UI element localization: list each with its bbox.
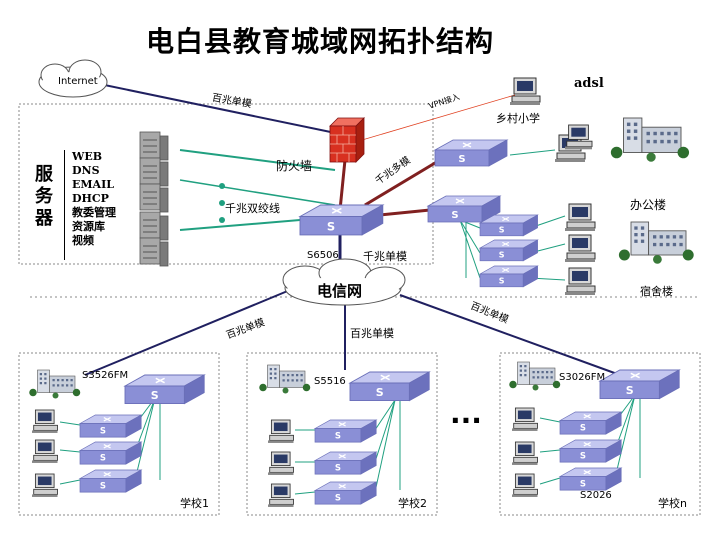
dorm-building <box>618 221 695 265</box>
service-email: EMAIL <box>72 178 114 191</box>
link-label-gigabit-sm: 千兆单模 <box>363 250 407 263</box>
telecom-label: 电信网 <box>317 282 363 300</box>
more-schools-ellipsis: ··· <box>450 404 482 437</box>
service-dhcp: DHCP <box>72 192 109 205</box>
internet-label: Internet <box>58 76 98 87</box>
server-services-list: WEB DNS EMAIL DHCP 教委管理 资源库 视频 <box>72 150 116 248</box>
schooln-switch-label: S3026FM <box>559 372 606 383</box>
service-resource: 资源库 <box>72 220 105 233</box>
service-edu-admin: 教委管理 <box>72 206 116 219</box>
access-switch-2 <box>479 239 539 262</box>
gigabit-twisted-label: 千兆双绞线 <box>225 202 280 215</box>
server-heading: 服务器 <box>35 164 53 229</box>
office-label: 办公楼 <box>630 198 667 212</box>
firewall-label: 防火墙 <box>276 159 313 173</box>
school2-switch-label: S5516 <box>314 376 346 387</box>
school1-building <box>28 369 81 399</box>
telecom-cloud <box>282 258 406 306</box>
school1-switch <box>124 374 205 405</box>
server-room-region <box>18 103 434 265</box>
pc-office-1 <box>564 203 596 232</box>
core-switch-label: S6506 <box>307 250 339 261</box>
school1-region <box>18 352 220 516</box>
service-video: 视频 <box>72 234 94 247</box>
core-switch <box>299 204 384 236</box>
pc-office-b <box>564 124 593 150</box>
server-divider <box>64 150 65 260</box>
pc-office-3 <box>564 267 596 296</box>
school1-label: 学校1 <box>180 497 209 510</box>
schooln-sub-switch-label: S2026 <box>580 490 612 501</box>
school1-switch-label: S3526FM <box>82 370 129 381</box>
access-switch-1 <box>479 214 539 237</box>
adsl-label: adsl <box>574 76 604 91</box>
school2-label: 学校2 <box>398 497 427 510</box>
service-web: WEB <box>72 150 103 163</box>
dorm-label: 宿舍楼 <box>640 285 673 298</box>
school2-building <box>258 364 311 394</box>
link-label-mid: 百兆单模 <box>350 327 394 340</box>
pc-village <box>509 77 541 106</box>
village-school-label: 乡村小学 <box>496 112 540 125</box>
schooln-switch <box>599 369 680 400</box>
pc-office-2 <box>564 234 596 263</box>
firewall <box>329 117 365 163</box>
internet-cloud <box>38 59 108 98</box>
server-rack <box>139 131 169 267</box>
schooln-building <box>508 361 561 391</box>
service-dns: DNS <box>72 164 100 177</box>
access-switch-3 <box>479 265 539 288</box>
schooln-label: 学校n <box>658 497 687 510</box>
school2-switch <box>349 371 430 402</box>
diagram-title: 电白县教育城域网拓扑结构 <box>145 25 494 58</box>
schooln-region <box>499 352 701 516</box>
dist-switch-dorm-link <box>434 139 508 167</box>
office-building <box>610 117 690 163</box>
